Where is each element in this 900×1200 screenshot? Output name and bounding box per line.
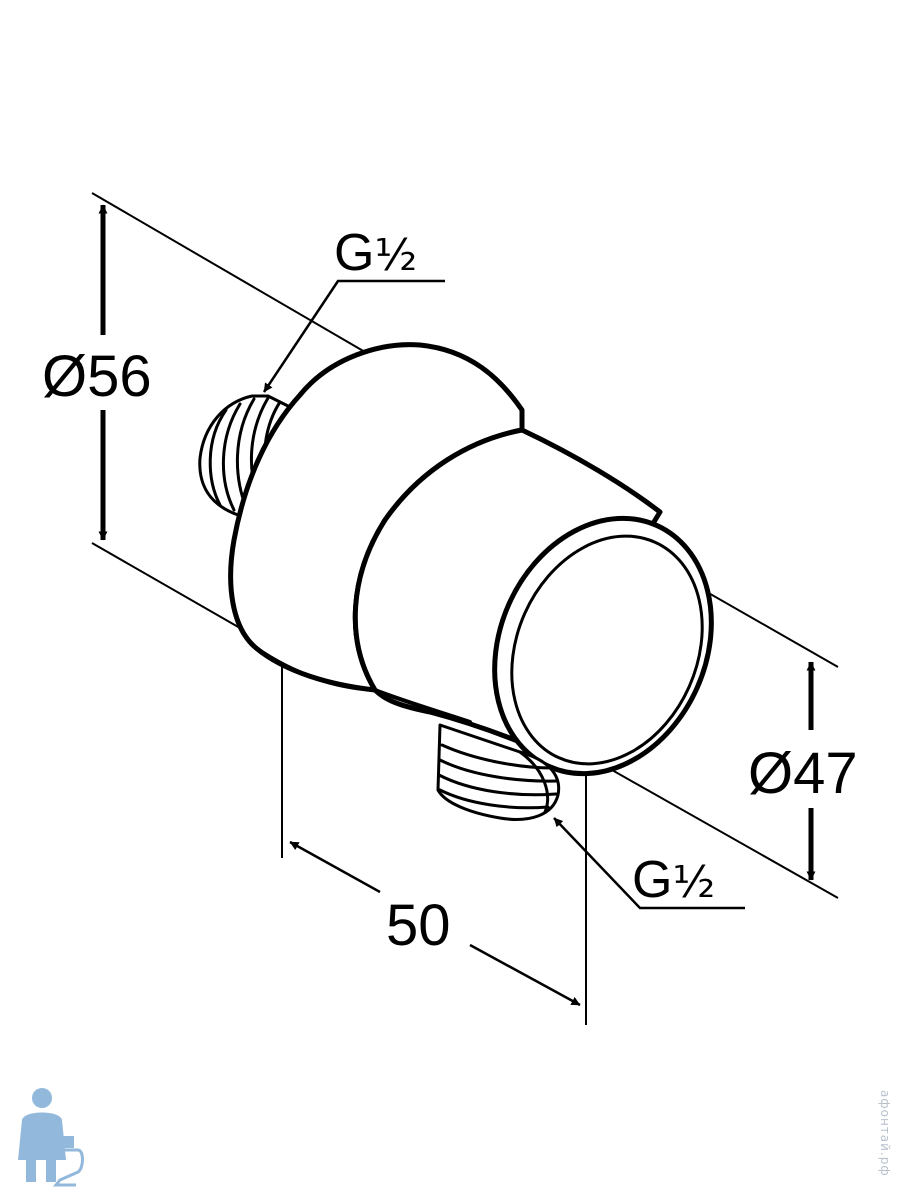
ext-line-top-56 (91, 192, 366, 353)
thread-label-inlet-main: G (334, 224, 374, 282)
front-face-inner (510, 534, 704, 766)
thread-label-outlet-fraction: ½ (672, 857, 715, 908)
leader-g-inlet (262, 279, 445, 393)
dim-line-50-right (469, 943, 581, 1007)
outlet-thread (436, 723, 561, 821)
wall-outlet-body (198, 342, 714, 821)
thread-label-outlet: G½ (632, 851, 715, 909)
dim-line-50-left (289, 840, 381, 894)
dimension-lines (98, 204, 816, 1007)
leader-g-outlet (553, 817, 745, 910)
watermark-text: афонтай.рф (878, 1090, 892, 1177)
dimension-labels: Ø56 Ø47 50 G½ G½ (42, 224, 858, 958)
thread-label-inlet: G½ (334, 224, 417, 282)
ext-line-bottom-56 (91, 542, 241, 629)
dim-label-47: Ø47 (748, 741, 858, 806)
body-seam (353, 428, 524, 692)
dim-label-56: Ø56 (42, 344, 152, 409)
dim-label-50: 50 (386, 893, 451, 958)
thread-label-outlet-main: G (632, 851, 672, 909)
thread-label-inlet-fraction: ½ (374, 230, 417, 281)
plumber-logo-icon (18, 1088, 84, 1187)
ext-line-bottom-47 (611, 769, 839, 899)
